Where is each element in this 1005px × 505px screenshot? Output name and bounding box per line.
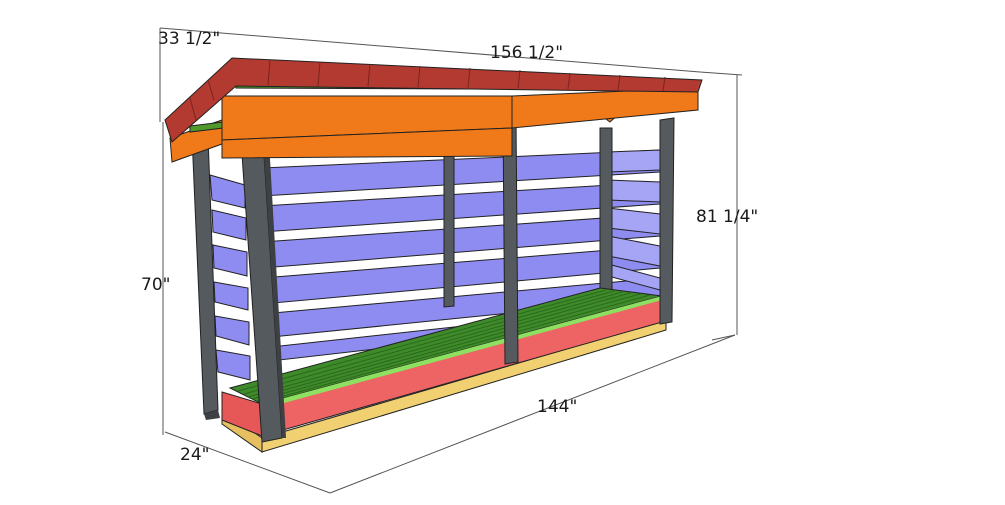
base-depth-label: 24" xyxy=(180,445,209,465)
total-height-label: 81 1/4" xyxy=(696,207,758,227)
floor-slats xyxy=(237,289,651,404)
roof-depth-label: 33 1/2" xyxy=(158,29,220,49)
front-posts xyxy=(239,117,675,443)
roof-panel xyxy=(164,57,703,143)
front-post-right xyxy=(659,117,675,325)
roof-length-label: 156 1/2" xyxy=(490,43,563,63)
roof-corrugations xyxy=(189,59,666,121)
dimension-lines xyxy=(159,27,743,494)
base-frame xyxy=(221,287,667,453)
front-beam-lower xyxy=(221,127,513,159)
dimension-labels: 33 1/2" 156 1/2" 81 1/4" 70" 24" 144" xyxy=(141,29,758,465)
front-height-label: 70" xyxy=(141,275,170,295)
base-length-label: 144" xyxy=(537,397,577,417)
roof-assembly xyxy=(164,57,703,163)
floor-edge xyxy=(262,296,662,409)
